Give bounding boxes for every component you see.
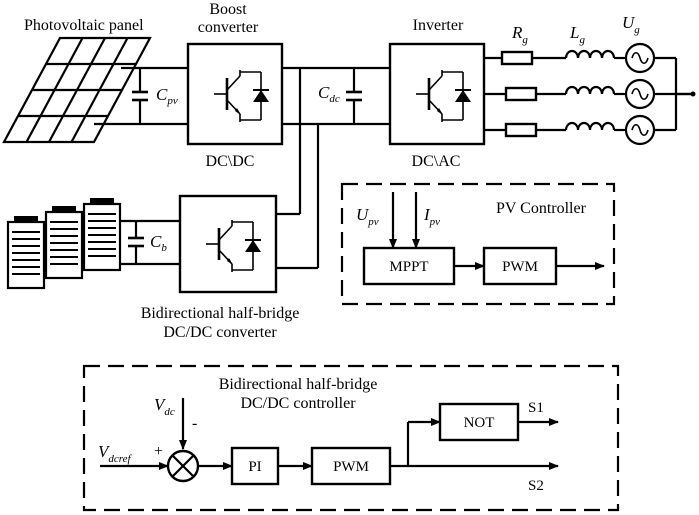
dcac-label: DC\AC	[412, 153, 461, 170]
battery-bus-wires	[120, 219, 180, 266]
not-label: NOT	[464, 415, 495, 431]
mppt-block	[362, 246, 456, 286]
dc-pwm-label: PWM	[333, 459, 369, 475]
inverter-label: Inverter	[413, 17, 464, 34]
inverter-block	[388, 42, 486, 146]
battery-icon-1	[6, 214, 46, 290]
dc-controller-frame	[82, 364, 620, 512]
pv-controller-title: PV Controller	[496, 200, 587, 217]
boost-label-line1: Boost	[209, 1, 247, 18]
cdc-label: Cdc	[318, 83, 340, 105]
plus-sign: +	[154, 443, 163, 460]
boost-label-line2: converter	[198, 19, 259, 36]
pi-label: PI	[248, 459, 261, 475]
battery-icon-3	[82, 196, 122, 272]
pv-pwm-block	[482, 246, 558, 286]
s1-label: S1	[528, 400, 544, 416]
upv-label: Upv	[356, 205, 379, 228]
boost-converter-block	[186, 42, 284, 146]
grid-phase-c	[484, 114, 676, 146]
not-block	[438, 402, 520, 442]
dcdc-label: DC\DC	[206, 153, 255, 170]
minus-sign: -	[192, 415, 197, 432]
vdcref-label: Vdcref	[98, 442, 133, 465]
pi-block	[230, 446, 280, 486]
pv-bus-wires	[94, 66, 188, 126]
rg-label: Rg	[511, 23, 528, 46]
capacitor-cdc-icon	[344, 90, 364, 102]
capacitor-cb-icon	[126, 236, 146, 248]
mppt-label: MPPT	[389, 259, 428, 275]
pv-panel-icon	[2, 36, 152, 144]
grid-phase-a	[484, 42, 676, 74]
summing-junction-icon	[166, 449, 200, 483]
dc-controller-title-line2: DC/DC controller	[240, 395, 356, 412]
pv-controller-frame	[340, 182, 616, 306]
pv-pwm-label: PWM	[502, 259, 538, 275]
s2-label: S2	[528, 478, 544, 494]
bidirectional-label-line2: DC/DC converter	[163, 324, 277, 341]
bidirectional-converter-block	[178, 194, 278, 294]
grid-neutral-wire	[674, 58, 696, 130]
vdc-label: Vdc	[154, 395, 175, 418]
dc-bus-wires	[276, 66, 390, 270]
cb-label: Cb	[150, 232, 167, 254]
grid-phase-b	[484, 78, 693, 110]
dc-controller-title-line1: Bidirectional half-bridge	[219, 376, 378, 393]
ipv-label: Ipv	[423, 205, 440, 228]
capacitor-cpv-icon	[130, 90, 150, 102]
ug-label: Ug	[622, 13, 640, 36]
battery-icon-2	[44, 204, 84, 280]
cpv-label: Cpv	[156, 85, 178, 107]
lg-label: Lg	[569, 23, 585, 46]
photovoltaic-panel-label: Photovoltaic panel	[24, 17, 144, 34]
dc-pwm-block	[310, 446, 392, 486]
bidirectional-label-line1: Bidirectional half-bridge	[141, 305, 300, 322]
